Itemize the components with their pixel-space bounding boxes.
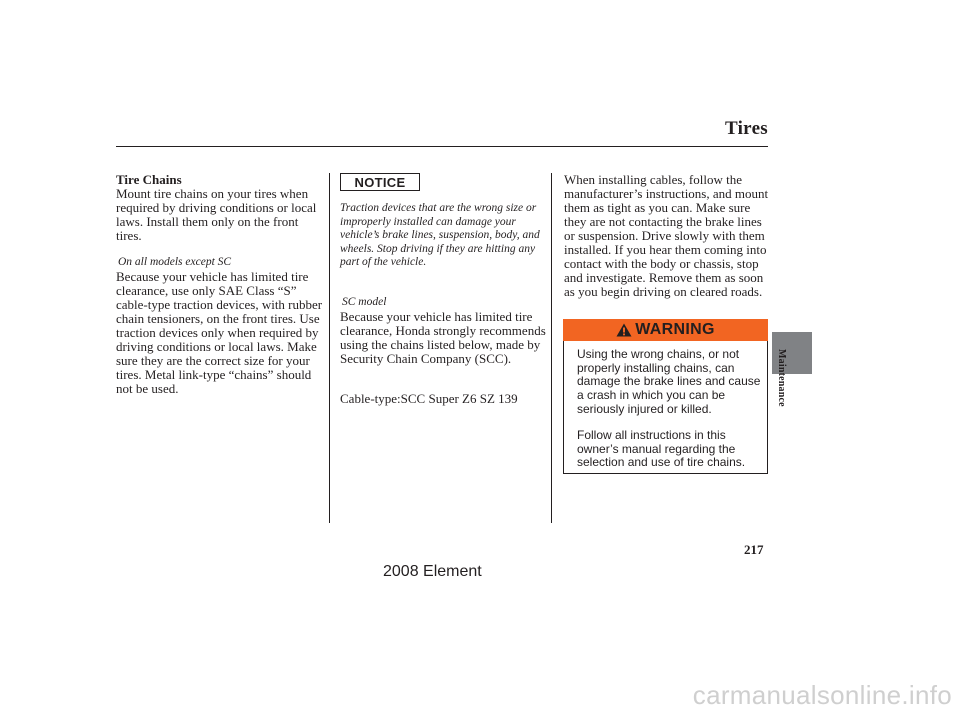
- page-title: Tires: [724, 118, 768, 139]
- warning-text: Using the wrong chains, or not properly …: [577, 347, 761, 416]
- body-paragraph: When installing cables, follow the manuf…: [564, 172, 769, 299]
- watermark[interactable]: carmanualsonline.info: [692, 680, 952, 710]
- body-paragraph: Because your vehicle has limited tire cl…: [116, 269, 323, 396]
- column-divider-2: [551, 173, 552, 523]
- warning-label: WARNING: [635, 321, 715, 338]
- body-paragraph: Because your vehicle has limited tire cl…: [340, 309, 546, 366]
- warning-triangle-icon: [616, 323, 632, 337]
- intro-paragraph: Mount tire chains on your tires when req…: [116, 186, 317, 243]
- footer-text: 2008 Element: [383, 563, 482, 580]
- warning-header: WARNING: [563, 319, 768, 341]
- notice-badge: NOTICE: [340, 173, 420, 191]
- section-heading: Tire Chains: [116, 172, 182, 187]
- column-divider-1: [329, 173, 330, 523]
- notice-label: NOTICE: [354, 174, 406, 190]
- model-note: On all models except SC: [118, 256, 232, 268]
- section-tab: [772, 332, 812, 374]
- warning-text: Follow all instructions in this owner’s …: [577, 428, 746, 470]
- header-rule: [116, 146, 768, 147]
- model-note: SC model: [342, 296, 387, 308]
- notice-text: Traction devices that are the wrong size…: [340, 202, 540, 268]
- cable-type-line: Cable-type:SCC Super Z6 SZ 139: [340, 391, 518, 406]
- page-number: 217: [744, 542, 764, 557]
- section-label-text: Maintenance: [776, 349, 787, 407]
- section-side-label: Maintenance: [773, 349, 793, 449]
